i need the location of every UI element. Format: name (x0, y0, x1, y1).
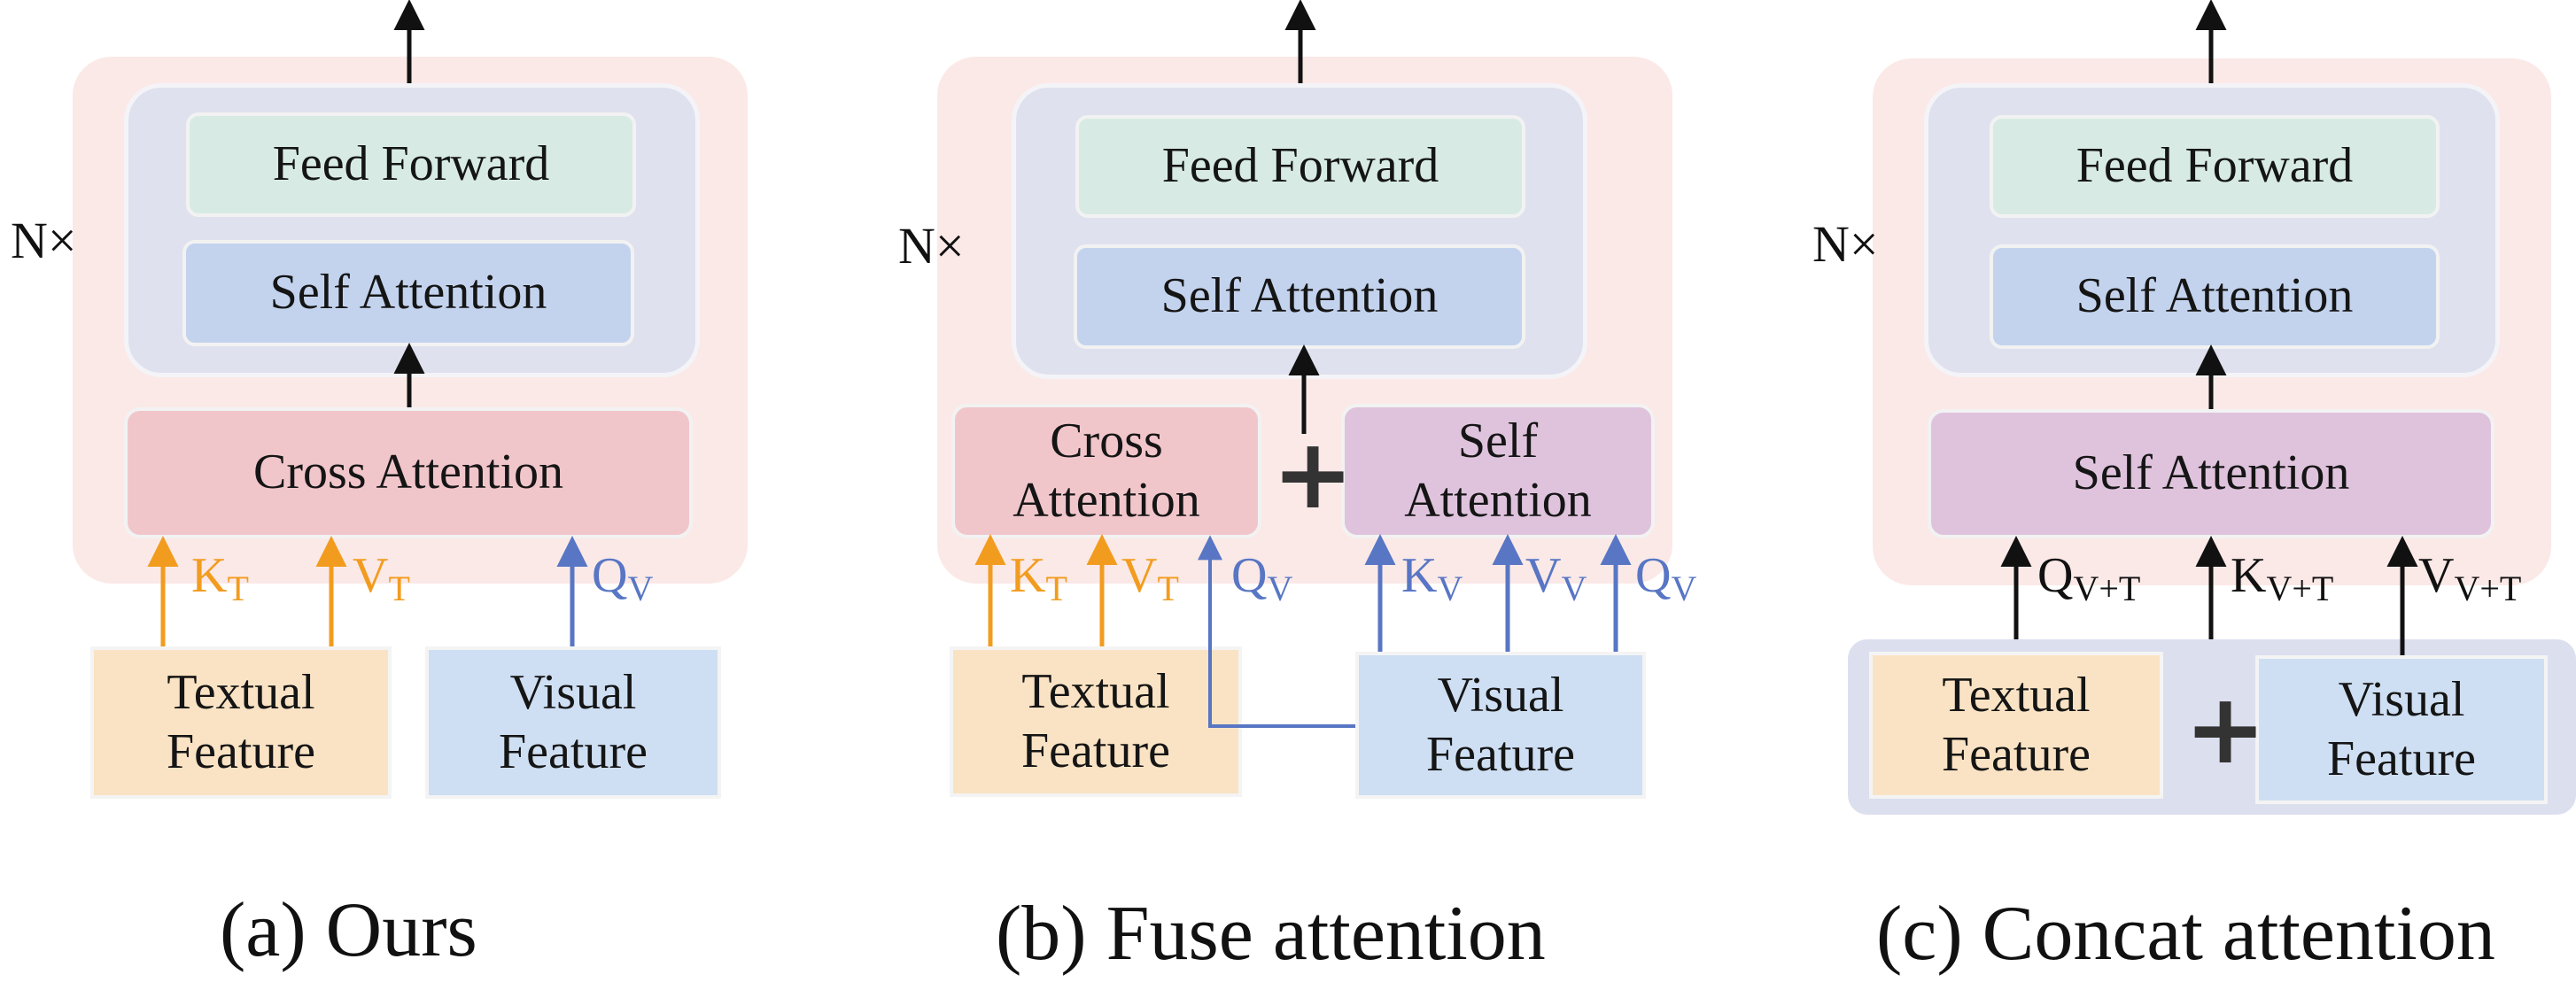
panel-c-q-label: QV+T (2037, 548, 2141, 608)
panel-b-repeat-label: N× (898, 217, 965, 275)
panel-a-k-label: KT (191, 548, 249, 608)
panel-c-caption: (c) Concat attention (1876, 891, 2495, 977)
panel-a-repeat-label: N× (11, 212, 77, 269)
panel-c-k-label: KV+T (2231, 548, 2334, 608)
panel-a-feed-forward: Feed Forward (186, 112, 636, 217)
panel-b-v-visual-label: VV (1525, 548, 1587, 608)
panel-c-feed-forward: Feed Forward (1990, 115, 2440, 218)
panel-b-v-text-label: VT (1121, 548, 1179, 608)
panel-c-self-attention-concat: Self Attention (1928, 409, 2495, 538)
panel-a-visual-feature: Visual Feature (425, 646, 721, 799)
panel-b-visual-feature: Visual Feature (1355, 652, 1646, 799)
panel-c-textual-feature: Textual Feature (1869, 652, 2163, 799)
panel-b-q-visual-label-2: QV (1635, 548, 1697, 608)
panel-a-v-label: VT (353, 548, 410, 608)
panel-b-feed-forward: Feed Forward (1075, 115, 1525, 218)
panel-c-self-attention: Self Attention (1990, 244, 2440, 349)
panel-b-plus-icon: + (1272, 417, 1354, 530)
panel-c-plus-icon: + (2184, 672, 2267, 785)
panel-a-textual-feature: Textual Feature (90, 646, 392, 799)
panel-b-q-visual-connector (1198, 535, 1355, 728)
panel-c-v-label: VV+T (2418, 548, 2522, 608)
panel-a-cross-attention: Cross Attention (124, 407, 693, 538)
panel-a-q-label: QV (592, 548, 654, 608)
panel-b-q-visual-label: QV (1231, 548, 1293, 608)
panel-c-visual-feature: Visual Feature (2255, 655, 2548, 804)
panel-b-textual-feature: Textual Feature (950, 646, 1242, 797)
panel-a-caption: (a) Ours (220, 887, 477, 973)
panel-b-cross-attention: Cross Attention (951, 404, 1261, 538)
panel-b-caption: (b) Fuse attention (996, 891, 1546, 977)
panel-c-repeat-label: N× (1812, 215, 1879, 273)
panel-b-self-attention-fuse: Self Attention (1341, 404, 1655, 538)
panel-b-k-visual-label: KV (1401, 548, 1463, 608)
panel-b-k-text-label: KT (1010, 548, 1067, 608)
